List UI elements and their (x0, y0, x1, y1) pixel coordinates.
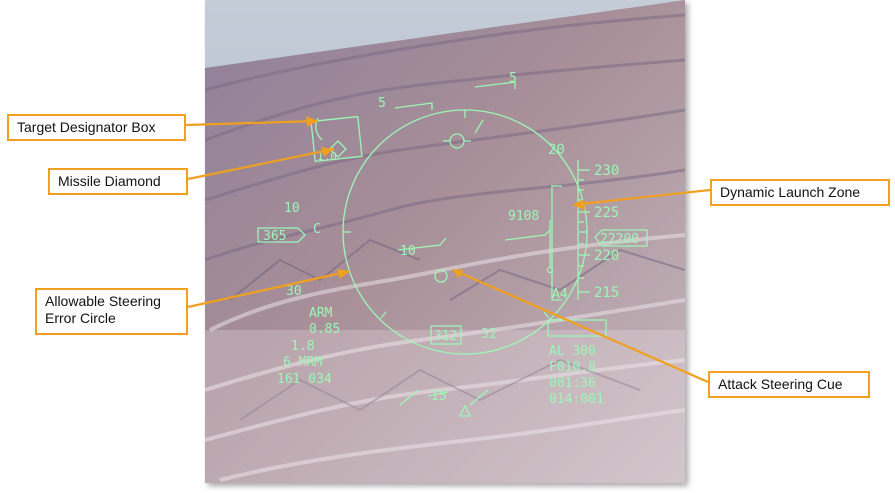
callout-missile-diamond: Missile Diamond (48, 168, 188, 195)
mach-readout: 0.85 (309, 322, 340, 337)
missile-diamond (329, 140, 347, 158)
pitch-label: 10 (400, 244, 416, 259)
arrowhead (321, 147, 334, 157)
callout-label: Missile Diamond (58, 173, 161, 189)
launch-zone-label: A4 (552, 287, 568, 302)
pitch-label: 5 (378, 96, 386, 111)
altitude-scale-label: 220 (594, 248, 619, 264)
altitude-readout: 22200 (600, 232, 639, 247)
pitch-label: 20 (548, 142, 565, 158)
altitude-scale-label: 225 (594, 205, 619, 221)
g-load-readout: 1.8 (291, 339, 314, 354)
arrowhead (337, 269, 350, 279)
leader-attack-steering-cue (457, 270, 709, 384)
pitch-label: 15 (431, 389, 447, 404)
hud-symbology (257, 81, 648, 417)
airspeed-readout: 365 (263, 229, 286, 244)
arrowhead (452, 269, 463, 279)
leader-missile-diamond (187, 147, 335, 181)
callout-dynamic-launch-zone: Dynamic Launch Zone (710, 179, 890, 206)
right-data-line: 014:001 (549, 392, 604, 407)
hud-photo (205, 0, 685, 483)
master-arm: ARM (309, 306, 333, 321)
leader-allowable-steering-error-circle (187, 270, 347, 309)
arrowhead (306, 116, 318, 127)
callout-label: Error Circle (45, 310, 116, 326)
hud-text: 5 5 10 10 20 30 15 365 C 1.0 22200 9108 … (263, 71, 639, 407)
pitch-label: 10 (284, 201, 300, 216)
right-data-line: AL 300 (549, 344, 596, 359)
callout-label: Dynamic Launch Zone (720, 184, 861, 200)
target-designator-box (310, 115, 363, 163)
callout-allowable-steering-error-circle: Allowable Steering Error Circle (35, 288, 188, 335)
callout-attack-steering-cue: Attack Steering Cue (708, 371, 870, 398)
callout-label: Target Designator Box (17, 119, 156, 135)
callout-target-designator-box: Target Designator Box (7, 114, 186, 141)
airspeed-marker: C (313, 222, 321, 237)
attack-steering-cue (434, 269, 448, 283)
target-range: 1.0 (317, 150, 337, 163)
leader-arrowheads (306, 116, 585, 279)
range-readout: 9108 (508, 209, 539, 224)
pitch-label: 5 (509, 71, 517, 86)
steerpoint-readout: 161 034 (277, 372, 332, 387)
pitch-label: 30 (286, 284, 302, 299)
callout-label: Allowable Steering (45, 293, 161, 309)
right-data-line: 001:36 (549, 376, 596, 391)
dynamic-launch-zone (551, 185, 562, 301)
leader-dynamic-launch-zone (579, 188, 711, 206)
leader-lines (185, 119, 711, 384)
heading-tick: 32 (481, 327, 497, 342)
heading-readout: 312 (434, 329, 457, 344)
arrowhead (572, 199, 585, 210)
altitude-scale-label: 230 (594, 163, 619, 179)
weapon-readout: 6 MRM (283, 355, 322, 370)
altitude-scale-label: 215 (594, 285, 619, 301)
callout-label: Attack Steering Cue (718, 376, 843, 392)
leader-target-designator-box (185, 119, 319, 127)
right-data-line: F010.8 (549, 360, 596, 375)
